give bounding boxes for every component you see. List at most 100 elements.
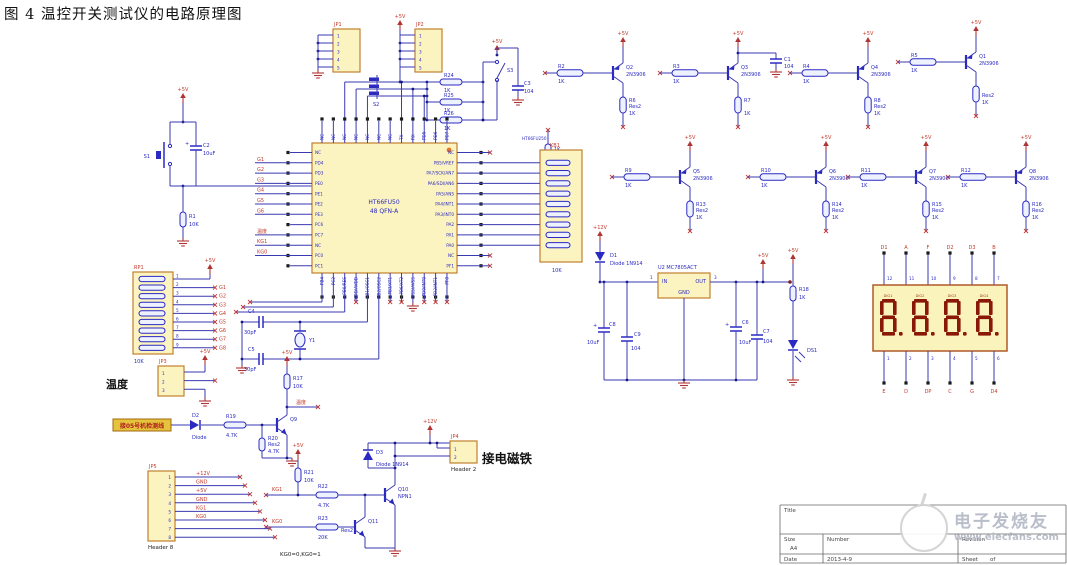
wire [257,509,263,514]
schematic-label: Res2 [629,104,641,110]
schematic-label: IN [662,279,667,285]
schematic-label: +5V [733,31,744,37]
switch-contact [494,59,500,65]
wire [973,113,979,119]
schematic-label: PA1 [446,233,454,238]
power-symbol [620,37,626,42]
schematic-label: 4 [337,58,340,63]
power-symbol [687,141,693,146]
schematic-label: Q5 [693,169,700,175]
segment [944,301,948,315]
schematic-label: PD6 [433,131,438,140]
schematic-label: PB6/XT2 [399,277,404,295]
wire [212,311,218,316]
junction-dot [298,320,302,324]
schematic-label: +5V [921,135,932,141]
resistor [439,98,463,106]
schematic-label: R8 [874,98,881,104]
schematic-label: 1 [419,34,422,39]
segment [944,318,948,332]
schematic-label: KG1 [257,239,267,245]
schematic-label: 4.7K [226,433,238,439]
schematic-label: GND [196,497,208,503]
schematic-label: +5V [863,31,874,37]
schematic-label: Size [784,537,796,543]
schematic-label: R21 [304,470,314,476]
schematic-label: 3 [168,492,171,497]
schematic-label: +5V [293,443,304,449]
schematic-label: JP5 [148,464,157,470]
schematic-label: R13 [696,202,706,208]
wire [679,179,691,188]
schematic-label: 6 [176,317,179,322]
schematic-label: NPN1 [398,494,412,500]
schematic-label: D1 [610,253,617,259]
wire [823,228,829,234]
wire [545,127,551,133]
transistor-arrow [729,65,735,70]
segment [899,332,903,336]
segment [978,315,991,320]
schematic-label: 3 [162,388,165,393]
schematic-label: KG0=0,KG0=1 [280,552,321,558]
resistor [789,285,797,302]
page-title: 图 4 温控开关测试仪的电路原理图 [4,7,243,23]
wire [212,345,218,351]
transistor-arrow [681,169,687,174]
schematic-label: Y1 [308,338,315,344]
schematic-label: F [927,245,930,251]
schematic-label: Q11 [368,519,378,525]
schematic-label: 2N3906 [741,72,761,78]
schematic-label: R19 [226,414,236,420]
schematic-label: 2 [162,380,165,385]
segment [989,301,993,315]
junction-dot [428,441,432,445]
junction-dot [625,378,629,382]
segment [925,318,929,332]
pin-square [286,264,290,268]
power-symbol [823,141,829,146]
button-contact [167,161,173,167]
wire [727,75,739,84]
schematic-label: JP1 [333,22,342,28]
schematic-label: 1K [799,295,806,301]
schematic-label: 5 [168,509,171,514]
schematic-label: GND [678,290,690,296]
schematic-label: DIG4 [980,294,989,298]
schematic-label: C [948,389,952,395]
wire [794,355,802,363]
resistor [138,275,166,283]
schematic-label: PC6 [315,222,323,227]
segment [976,318,980,332]
schematic-label: Title [783,508,796,514]
resistor [315,491,339,499]
schematic-label: S2 [373,102,379,108]
resistor [859,173,887,181]
schematic-label: JP2 [415,22,424,28]
schematic-label: 8 [975,276,978,281]
schematic-label: G [970,389,974,395]
resistor [138,318,166,326]
schematic-label: PD0/INT0 [422,277,427,297]
schematic-label: 20K [318,535,328,541]
schematic-label: DIG3 [948,294,957,298]
schematic-label: G3 [219,302,226,308]
wire [1015,179,1027,188]
schematic-label: + [593,323,597,329]
wire [247,299,253,305]
wire [735,124,741,130]
resistor [545,170,571,177]
schematic-label: 3 [176,291,179,296]
power-symbol [284,356,290,361]
button-actuator [156,151,161,159]
schematic-label: 3 [714,275,717,280]
schematic-label: 104 [763,339,773,345]
schematic-label: 接电磁铁 [482,451,533,466]
resistor [223,421,247,429]
schematic-label: PB2/OSC2 [376,277,381,298]
rail-end [788,280,792,284]
segment [957,301,961,315]
schematic-label: +5V [395,14,406,20]
schematic-label: KB1 [550,143,560,149]
